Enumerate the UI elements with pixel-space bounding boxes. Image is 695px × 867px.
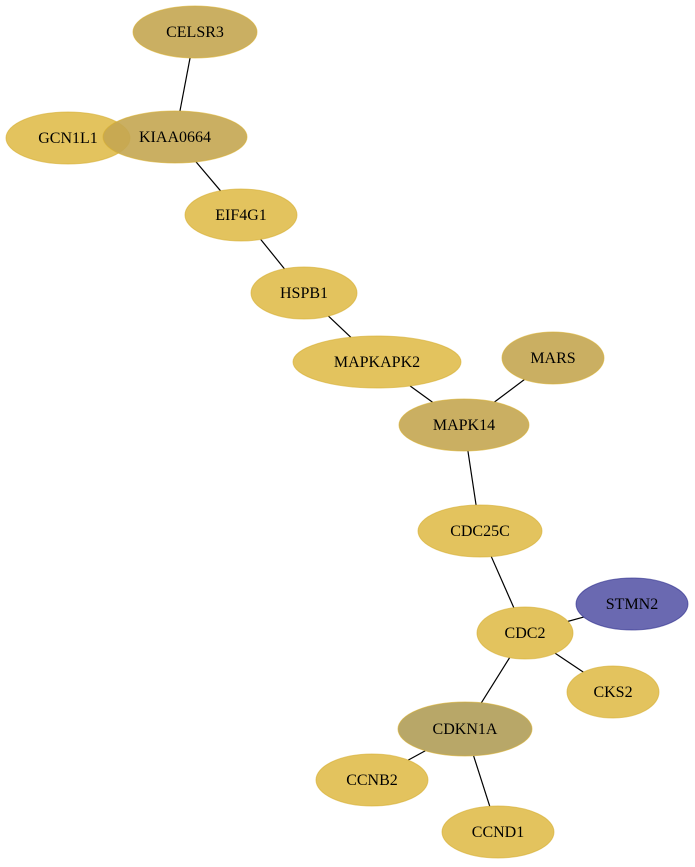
node-ellipse bbox=[417, 504, 543, 558]
node-ellipse bbox=[441, 805, 555, 859]
node-label: STMN2 bbox=[606, 596, 658, 613]
node-cdc25c[interactable]: CDC25C bbox=[417, 504, 543, 558]
node-label: KIAA0664 bbox=[139, 129, 211, 146]
node-label: MARS bbox=[530, 350, 575, 367]
node-label: CDC25C bbox=[450, 523, 510, 540]
edge-cdkn1a-ccnb2 bbox=[407, 750, 426, 761]
node-label: HSPB1 bbox=[280, 285, 328, 302]
node-label: CDC2 bbox=[505, 625, 546, 642]
node-mapk14[interactable]: MAPK14 bbox=[398, 398, 530, 452]
node-mapkapk2[interactable]: MAPKAPK2 bbox=[292, 335, 462, 389]
node-ellipse bbox=[566, 665, 660, 719]
edge-cdkn1a-ccnd1 bbox=[473, 755, 491, 807]
node-label: MAPKAPK2 bbox=[334, 354, 420, 371]
node-mars[interactable]: MARS bbox=[501, 331, 605, 385]
node-eif4g1[interactable]: EIF4G1 bbox=[184, 188, 298, 242]
node-ellipse bbox=[292, 335, 462, 389]
node-cdc2[interactable]: CDC2 bbox=[476, 606, 574, 660]
edge-cdc2-cks2 bbox=[554, 652, 584, 673]
node-ellipse bbox=[575, 577, 689, 631]
edge-cdc25c-cdc2 bbox=[490, 556, 515, 608]
edge-stmn2-cdc2 bbox=[567, 616, 584, 622]
node-ellipse bbox=[102, 110, 248, 164]
node-stmn2[interactable]: STMN2 bbox=[575, 577, 689, 631]
node-label: CDKN1A bbox=[433, 721, 498, 738]
edge-mapkapk2-mapk14 bbox=[409, 385, 433, 403]
node-cks2[interactable]: CKS2 bbox=[566, 665, 660, 719]
node-label: EIF4G1 bbox=[215, 207, 267, 224]
node-hspb1[interactable]: HSPB1 bbox=[250, 266, 358, 320]
node-ellipse bbox=[398, 398, 530, 452]
edge-celsr3-kiaa0664 bbox=[179, 57, 191, 112]
edge-layer bbox=[179, 57, 584, 807]
node-label: GCN1L1 bbox=[38, 130, 98, 147]
node-ellipse bbox=[501, 331, 605, 385]
node-cdkn1a[interactable]: CDKN1A bbox=[397, 701, 533, 757]
node-label: CKS2 bbox=[593, 684, 632, 701]
node-ellipse bbox=[184, 188, 298, 242]
node-ccnb2[interactable]: CCNB2 bbox=[315, 753, 429, 807]
edge-kiaa0664-eif4g1 bbox=[195, 161, 221, 192]
edge-mars-mapk14 bbox=[494, 379, 525, 403]
node-ellipse bbox=[476, 606, 574, 660]
node-ellipse bbox=[397, 701, 533, 757]
node-label: MAPK14 bbox=[433, 417, 495, 434]
node-ellipse bbox=[132, 5, 258, 59]
edge-eif4g1-hspb1 bbox=[260, 238, 285, 270]
node-label: CCNB2 bbox=[346, 772, 398, 789]
edge-hspb1-mapkapk2 bbox=[328, 315, 352, 338]
node-ccnd1[interactable]: CCND1 bbox=[441, 805, 555, 859]
node-label: CELSR3 bbox=[166, 24, 224, 41]
node-kiaa0664[interactable]: KIAA0664 bbox=[102, 110, 248, 164]
node-ellipse bbox=[250, 266, 358, 320]
edge-cdc2-cdkn1a bbox=[480, 657, 511, 704]
node-label: CCND1 bbox=[472, 824, 524, 841]
edge-mapk14-cdc25c bbox=[467, 450, 477, 506]
node-celsr3[interactable]: CELSR3 bbox=[132, 5, 258, 59]
node-ellipse bbox=[315, 753, 429, 807]
